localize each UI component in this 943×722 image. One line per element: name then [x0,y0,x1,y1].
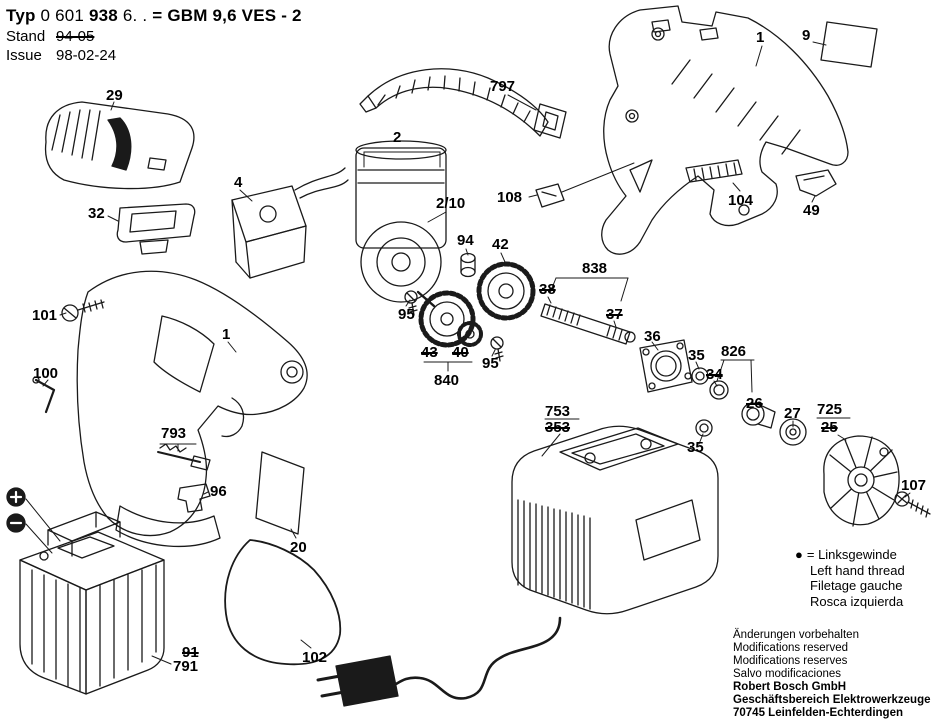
gear-42-part [476,261,536,321]
brush-96-part [177,483,211,513]
legend-line-de: = Linksgewinde [806,547,897,562]
wire-loop-part [224,539,342,666]
model-name: GBM 9,6 VES - 2 [167,6,302,25]
clip-part [535,183,565,208]
screw-95b-part [490,336,504,362]
bullet-icon: ● [795,547,803,562]
legend-line-fr: Filetage gauche [810,578,903,593]
type-line: Typ 0 601 938 6. . = GBM 9,6 VES - 2 [6,6,302,26]
leader-lines [25,41,911,665]
bearing-plate-part [639,339,693,393]
battery-cover-part [44,101,195,190]
ring-35a-part [691,367,709,385]
chuck-part [823,435,900,527]
battery-pack-part [19,511,165,695]
latch-part [795,169,837,197]
ring-34-part [709,380,729,400]
spindle-shaft-part [540,303,636,345]
publisher-block: Änderungen vorbehalten Modifications res… [733,629,931,720]
legend-line-en: Left hand thread [810,562,905,578]
release-button-part [116,203,196,255]
screw-107-part [894,491,931,518]
title-block: Typ 0 601 938 6. . = GBM 9,6 VES - 2 Sta… [6,6,302,64]
mains-plug-part [316,655,399,707]
motor-part [355,140,447,308]
legend-line-es: Rosca izquierda [810,593,904,609]
notice-de: Änderungen vorbehalten [733,629,859,641]
charger-part [511,425,719,615]
issue-value: 98-02-24 [56,47,117,64]
hand-strap-part [359,68,567,139]
vent-grille-part [685,159,743,183]
switch-part [231,167,349,279]
issue-line: Issue 98-02-24 [6,47,302,64]
notice-fr: Modifications reserves [733,655,848,667]
mains-cable-part [390,616,562,700]
brush-793-part [157,443,211,471]
cover-plate-part [255,451,305,535]
notice-en: Modifications reserved [733,642,849,654]
label-plate-part [820,21,878,68]
company-division: Geschäftsbereich Elektrowerkzeuge [733,694,931,706]
ring-35b-part [695,419,713,437]
company-address: 70745 Leinfelden-Echterdingen [733,707,903,719]
spring-hook-part [32,376,56,414]
legend-row-1: ● = Linksgewinde [795,547,905,563]
left-hand-thread-legend: ● = Linksgewinde Left hand thread Fileta… [795,547,905,609]
stand-line: Stand 94-05 [6,28,302,45]
stand-label: Stand [6,28,46,45]
minus-icon [6,513,26,533]
gear-840-part [418,290,483,348]
issue-label: Issue [6,47,42,64]
housing-shell-part [601,5,849,255]
type-code: 0 601 938 6. . [40,6,148,25]
type-label: Typ [6,6,36,25]
screw-95a-part [404,290,418,316]
company-name: Robert Bosch GmbH [733,681,847,693]
notice-es: Salvo modificaciones [733,668,842,680]
pin-part [460,252,476,278]
plus-icon [6,487,26,507]
equals-sign: = [152,6,163,25]
screw-101-part [61,299,105,322]
stand-value: 94-05 [56,28,95,45]
drill-body-part [76,270,308,547]
bearing-27-part [779,418,807,446]
sleeve-26-part [741,402,776,429]
